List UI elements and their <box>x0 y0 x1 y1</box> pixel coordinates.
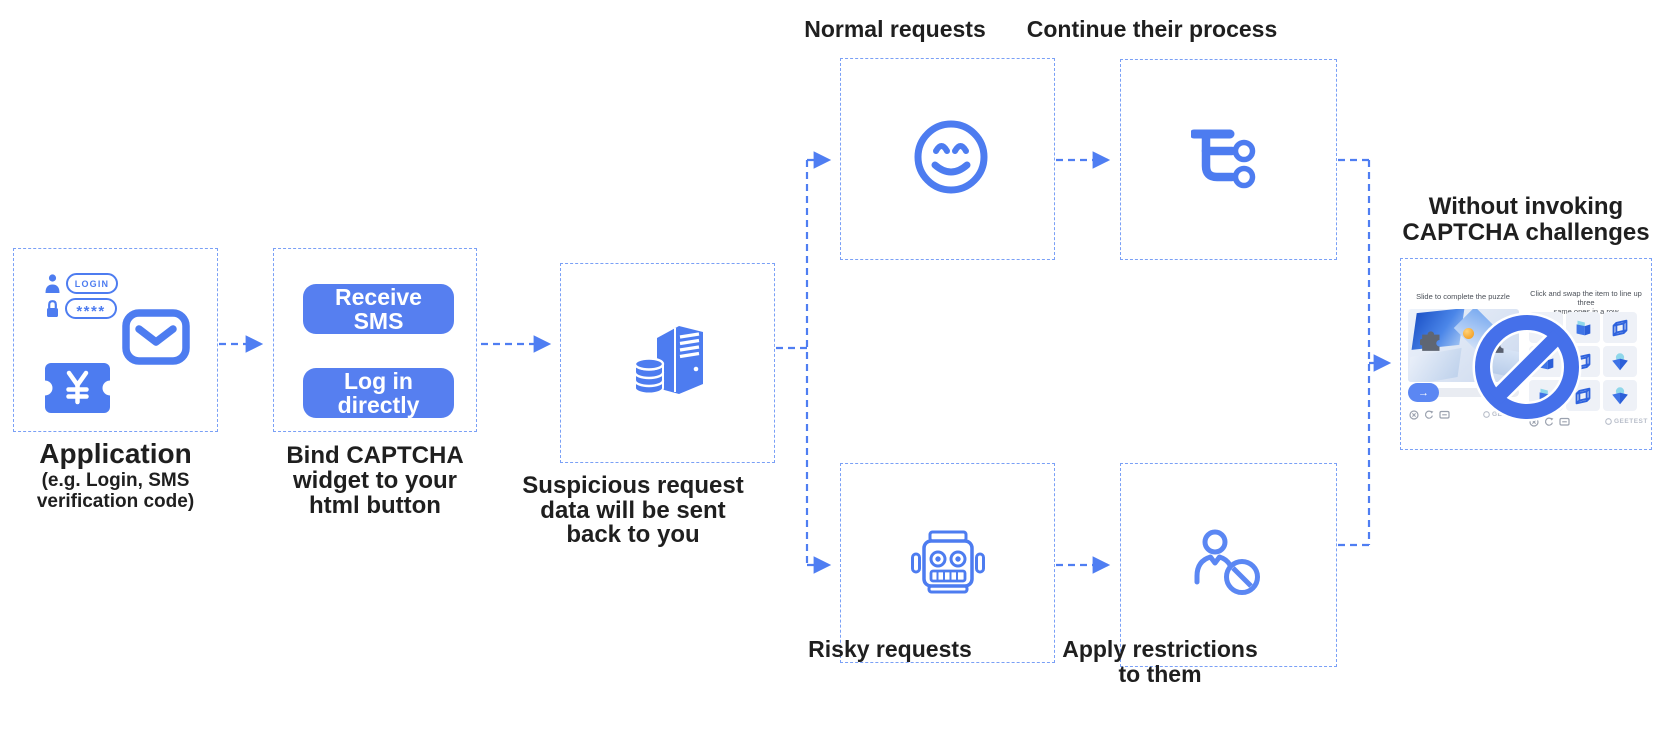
lock-icon <box>47 299 58 317</box>
smiley-icon <box>914 120 988 194</box>
user-icon <box>45 274 60 293</box>
login-input[interactable]: LOGIN <box>66 273 118 294</box>
refresh-icon[interactable] <box>1424 410 1434 420</box>
slide-captcha-caption: Slide to complete the puzzle <box>1416 292 1510 301</box>
refresh-icon[interactable] <box>1544 417 1554 427</box>
application-sublabel: (e.g. Login, SMS verification code) <box>36 470 195 512</box>
geetest-brand-text: GEETEST <box>1614 418 1648 425</box>
bind-widget-box: Receive SMS Log in directly <box>273 248 477 432</box>
normal-requests-box <box>840 58 1055 260</box>
wire-cube-icon <box>1612 319 1628 336</box>
application-box: LOGIN **** <box>13 248 218 432</box>
flow-branch-icon <box>1191 129 1256 189</box>
result-title: Without invoking CAPTCHA challenges <box>1402 193 1650 246</box>
normal-requests-title: Normal requests <box>804 16 986 42</box>
feedback-icon[interactable] <box>1559 417 1570 427</box>
close-icon[interactable] <box>1409 410 1419 420</box>
suspicious-box <box>560 263 775 463</box>
robot-icon <box>911 530 985 594</box>
server-icon <box>633 326 703 395</box>
grid-cell-top[interactable] <box>1603 380 1637 411</box>
geetest-logo-icon <box>1605 418 1612 425</box>
ticket-icon <box>44 363 111 413</box>
geetest-brand: GEETEST <box>1605 418 1648 425</box>
prohibition-icon <box>1472 312 1582 422</box>
suspicious-label: Suspicious request data will be sent bac… <box>522 472 744 548</box>
result-box: Slide to complete the puzzle → <box>1400 258 1652 450</box>
spin-top-icon <box>1612 386 1628 404</box>
apply-restrictions-label: Apply restrictions to them <box>1062 636 1258 687</box>
continue-process-box <box>1120 59 1337 260</box>
password-row: **** <box>45 298 117 320</box>
login-directly-button[interactable]: Log in directly <box>303 368 454 418</box>
risky-requests-box <box>840 463 1055 663</box>
user-restricted-icon <box>1194 529 1260 595</box>
apply-restrictions-box <box>1120 463 1337 667</box>
grid-cell-cube[interactable] <box>1603 312 1637 343</box>
application-label: Application <box>39 438 192 469</box>
puzzle-piece-icon <box>1420 331 1440 351</box>
spin-top-icon <box>1612 352 1628 370</box>
slider-track[interactable] <box>1408 388 1519 397</box>
risky-requests-title: Risky requests <box>808 636 972 662</box>
slide-captcha-controls <box>1409 410 1450 420</box>
mail-icon <box>122 309 190 365</box>
grid-cell-top[interactable] <box>1603 346 1637 377</box>
login-row: LOGIN <box>44 273 118 294</box>
orange-ball <box>1463 328 1474 339</box>
wire-cube-icon <box>1575 387 1591 404</box>
receive-sms-button[interactable]: Receive SMS <box>303 284 454 334</box>
geetest-logo-icon <box>1483 411 1490 418</box>
folder-3d-icon <box>1576 320 1591 335</box>
abstract-shape <box>1408 347 1462 382</box>
feedback-icon[interactable] <box>1439 410 1450 420</box>
slider-button[interactable]: → <box>1408 383 1439 402</box>
continue-process-title: Continue their process <box>1026 16 1278 42</box>
password-input[interactable]: **** <box>65 298 117 320</box>
bind-widget-label: Bind CAPTCHA widget to your html button <box>286 442 464 519</box>
match-captcha-caption: Click and swap the item to line up three… <box>1530 289 1642 316</box>
